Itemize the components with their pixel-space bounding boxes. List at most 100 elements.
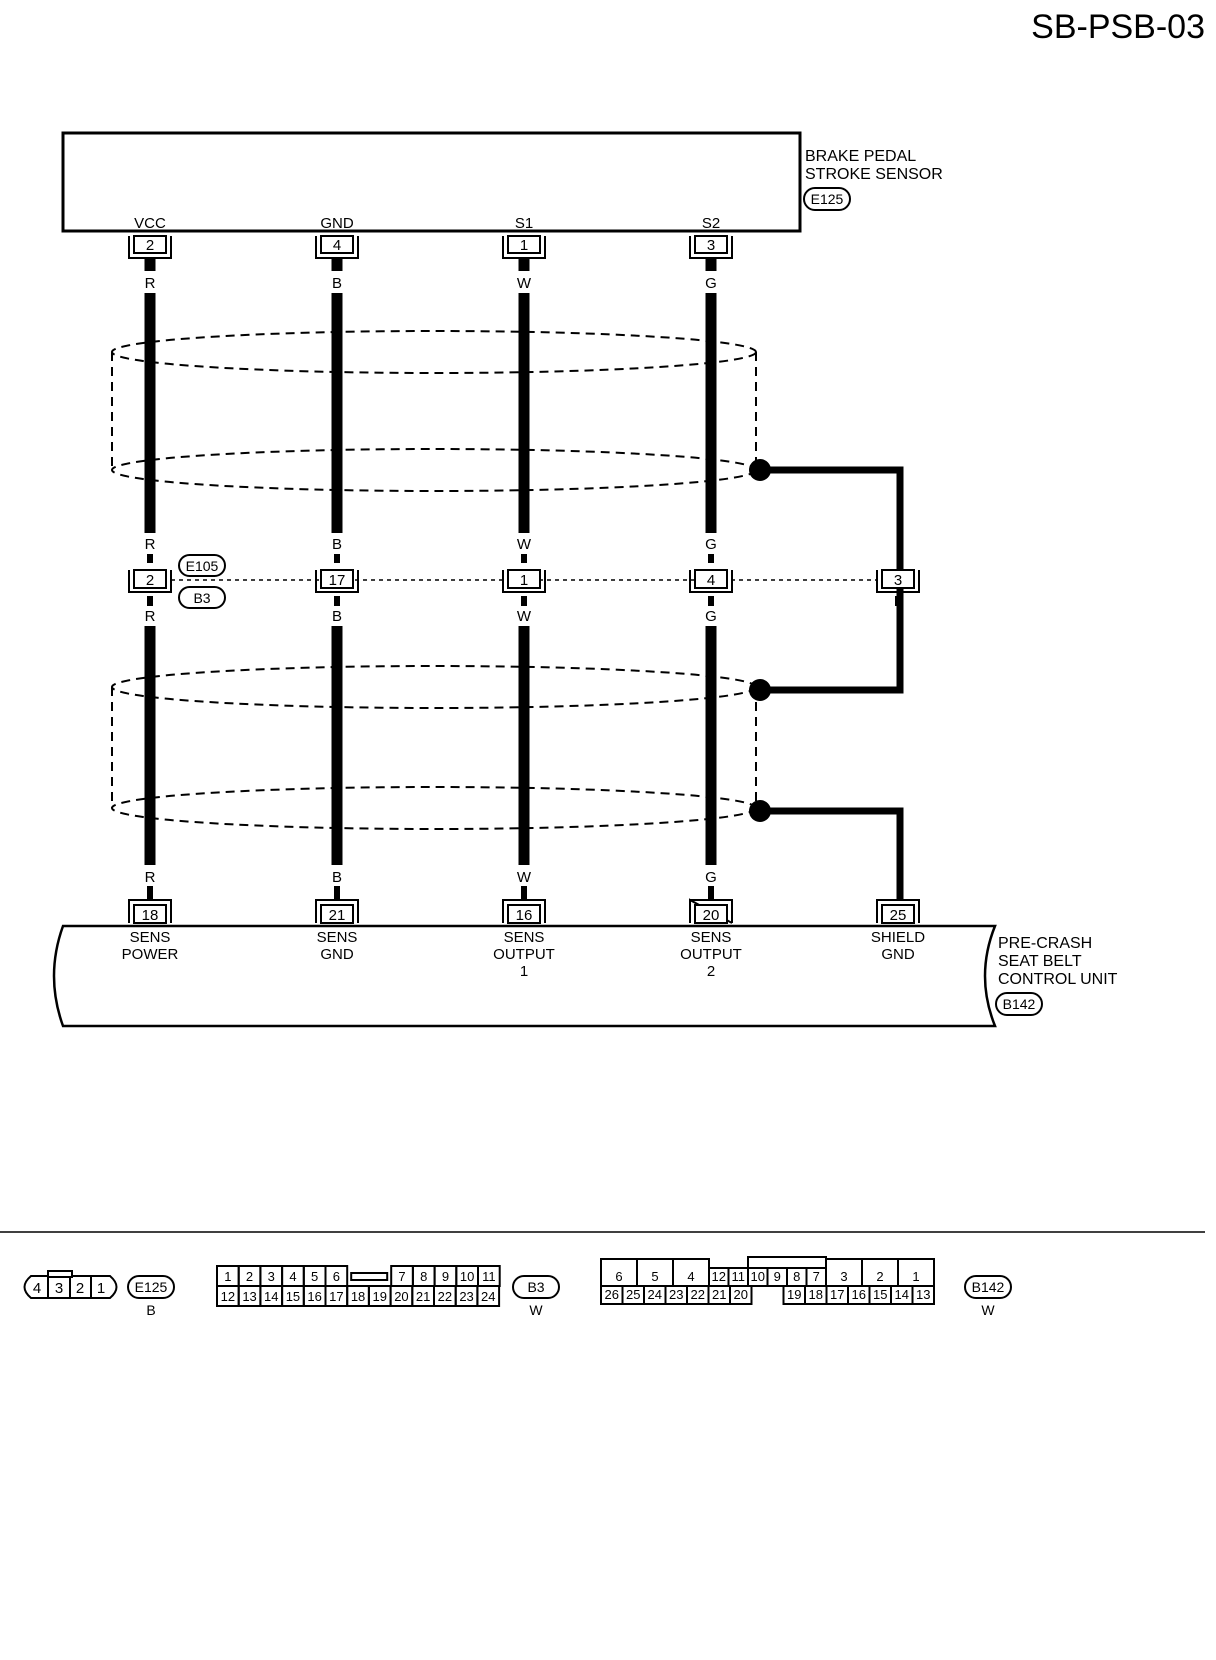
middle-pin-number: 4 bbox=[707, 572, 715, 589]
connector-view-pin: 9 bbox=[774, 1269, 781, 1284]
connector-code-e105: E105 bbox=[186, 558, 219, 574]
connector-view-pin: 3 bbox=[268, 1269, 275, 1284]
sensor-connector-badge bbox=[803, 187, 851, 211]
wire-color-label: W bbox=[517, 869, 532, 886]
connector-view-pin: 19 bbox=[373, 1289, 387, 1304]
middle-pin-number: 1 bbox=[520, 572, 528, 589]
connector-view-badge bbox=[964, 1275, 1012, 1299]
wire-color-labels: R B W G R B W G R B W G R B W G bbox=[145, 275, 717, 886]
connector-view-pin: 7 bbox=[813, 1269, 820, 1284]
connector-view-code: B3 bbox=[527, 1279, 544, 1295]
connector-view-pin: 24 bbox=[648, 1287, 662, 1302]
connector-view-pin: 11 bbox=[732, 1269, 746, 1284]
connector-view-pin: 5 bbox=[311, 1269, 318, 1284]
top-pin-2 bbox=[315, 235, 359, 259]
connector-view-pin: 17 bbox=[329, 1289, 343, 1304]
terminal-name-vcc: VCC bbox=[134, 215, 166, 232]
diagram-code: SB-PSB-03 bbox=[1031, 8, 1205, 46]
connector-view-e125 bbox=[23, 1270, 118, 1299]
connector-view-pin: 2 bbox=[246, 1269, 253, 1284]
connector-view-pin: 25 bbox=[626, 1287, 640, 1302]
connector-view-color: B bbox=[146, 1302, 155, 1318]
connector-view-pin: 8 bbox=[420, 1269, 427, 1284]
connector-view-color: W bbox=[529, 1302, 543, 1318]
control-unit-connector-badge bbox=[995, 992, 1043, 1016]
connector-view-color: W bbox=[981, 1302, 995, 1318]
wire-color-label: R bbox=[145, 608, 156, 625]
wire-color-label: B bbox=[332, 536, 342, 553]
wire-color-label: B bbox=[332, 608, 342, 625]
wire-color-label: W bbox=[517, 608, 532, 625]
connector-view-pin: 24 bbox=[481, 1289, 495, 1304]
bottom-pin-number: 25 bbox=[890, 907, 907, 924]
terminal-label: OUTPUT bbox=[493, 946, 555, 963]
terminal-name-s1: S1 bbox=[515, 215, 533, 232]
connector-cell bbox=[911, 1285, 935, 1305]
middle-pin-number: 17 bbox=[329, 572, 346, 589]
wire-color-label: R bbox=[145, 869, 156, 886]
terminal-label: SENS bbox=[691, 929, 732, 946]
terminal-name-gnd: GND bbox=[320, 215, 354, 232]
connector-view-pin: 14 bbox=[264, 1289, 278, 1304]
lower-shield bbox=[111, 665, 757, 830]
wire-color-label: G bbox=[705, 275, 717, 292]
sensor-name-line2: STROKE SENSOR bbox=[805, 166, 943, 183]
top-terminal-pins bbox=[128, 235, 733, 259]
terminal-label: GND bbox=[881, 946, 915, 963]
connector-view-pin: 8 bbox=[793, 1269, 800, 1284]
top-pin-number: 2 bbox=[146, 237, 154, 254]
control-unit-name-line1: PRE-CRASH bbox=[998, 935, 1092, 952]
wire-color-label: G bbox=[705, 869, 717, 886]
control-unit-name-line3: CONTROL UNIT bbox=[998, 971, 1118, 988]
middle-connector: 2 17 1 4 3 E105 B3 bbox=[128, 554, 920, 609]
connector-view-pin: 2 bbox=[76, 1280, 84, 1297]
terminal-label: 1 bbox=[520, 963, 528, 980]
connector-view-pin: 9 bbox=[442, 1269, 449, 1284]
connector-view-pin: 2 bbox=[876, 1269, 883, 1284]
connector-view-pin: 6 bbox=[615, 1269, 622, 1284]
connector-badge-e105 bbox=[178, 554, 226, 577]
connector-view-pin: 18 bbox=[351, 1289, 365, 1304]
top-pin-number: 3 bbox=[707, 237, 715, 254]
bottom-pin-number: 18 bbox=[142, 907, 159, 924]
connector-view-pin: 13 bbox=[916, 1287, 930, 1302]
connector-view-pin: 16 bbox=[852, 1287, 866, 1302]
connector-view-pin: 4 bbox=[33, 1280, 41, 1297]
connector-view-pin: 12 bbox=[221, 1289, 235, 1304]
connector-key-slot bbox=[350, 1272, 389, 1281]
terminal-label: SHIELD bbox=[871, 929, 925, 946]
shield-splice bbox=[749, 459, 771, 481]
connector-view-pin: 10 bbox=[751, 1269, 765, 1284]
wire-color-label: W bbox=[517, 275, 532, 292]
connector-view-pin: 4 bbox=[687, 1269, 694, 1284]
connector-view-pin: 22 bbox=[691, 1287, 705, 1302]
control-unit-connector-code: B142 bbox=[1003, 996, 1036, 1012]
connector-view-pin: 14 bbox=[895, 1287, 909, 1302]
terminal-label: 2 bbox=[707, 963, 715, 980]
terminal-label: SENS bbox=[317, 929, 358, 946]
connector-cell bbox=[476, 1285, 501, 1307]
connector-view-pin: 20 bbox=[734, 1287, 748, 1302]
connector-view-pin: 10 bbox=[460, 1269, 474, 1284]
wire-color-label: B bbox=[332, 869, 342, 886]
wire-segments bbox=[144, 258, 717, 865]
brake-pedal-stroke-sensor: BRAKE PEDAL STROKE SENSOR E125 VCC GND S… bbox=[61, 131, 943, 233]
connector-view-pin: 3 bbox=[55, 1280, 63, 1297]
connector-view-pin: 21 bbox=[416, 1289, 430, 1304]
connector-view-pin: 1 bbox=[97, 1280, 105, 1297]
upper-shield bbox=[111, 330, 757, 492]
connector-view-pin: 7 bbox=[398, 1269, 405, 1284]
control-unit-body bbox=[52, 924, 997, 1028]
connector-view-pin: 21 bbox=[712, 1287, 726, 1302]
terminal-label: GND bbox=[320, 946, 354, 963]
connector-view-pin: 1 bbox=[912, 1269, 919, 1284]
middle-pin-number: 2 bbox=[146, 572, 154, 589]
shield-splice bbox=[749, 800, 771, 822]
terminal-name-s2: S2 bbox=[702, 215, 720, 232]
top-pin-number: 1 bbox=[520, 237, 528, 254]
bottom-terminal-pins bbox=[128, 898, 920, 924]
connector-cell bbox=[729, 1285, 753, 1305]
connector-view-pin: 17 bbox=[830, 1287, 844, 1302]
